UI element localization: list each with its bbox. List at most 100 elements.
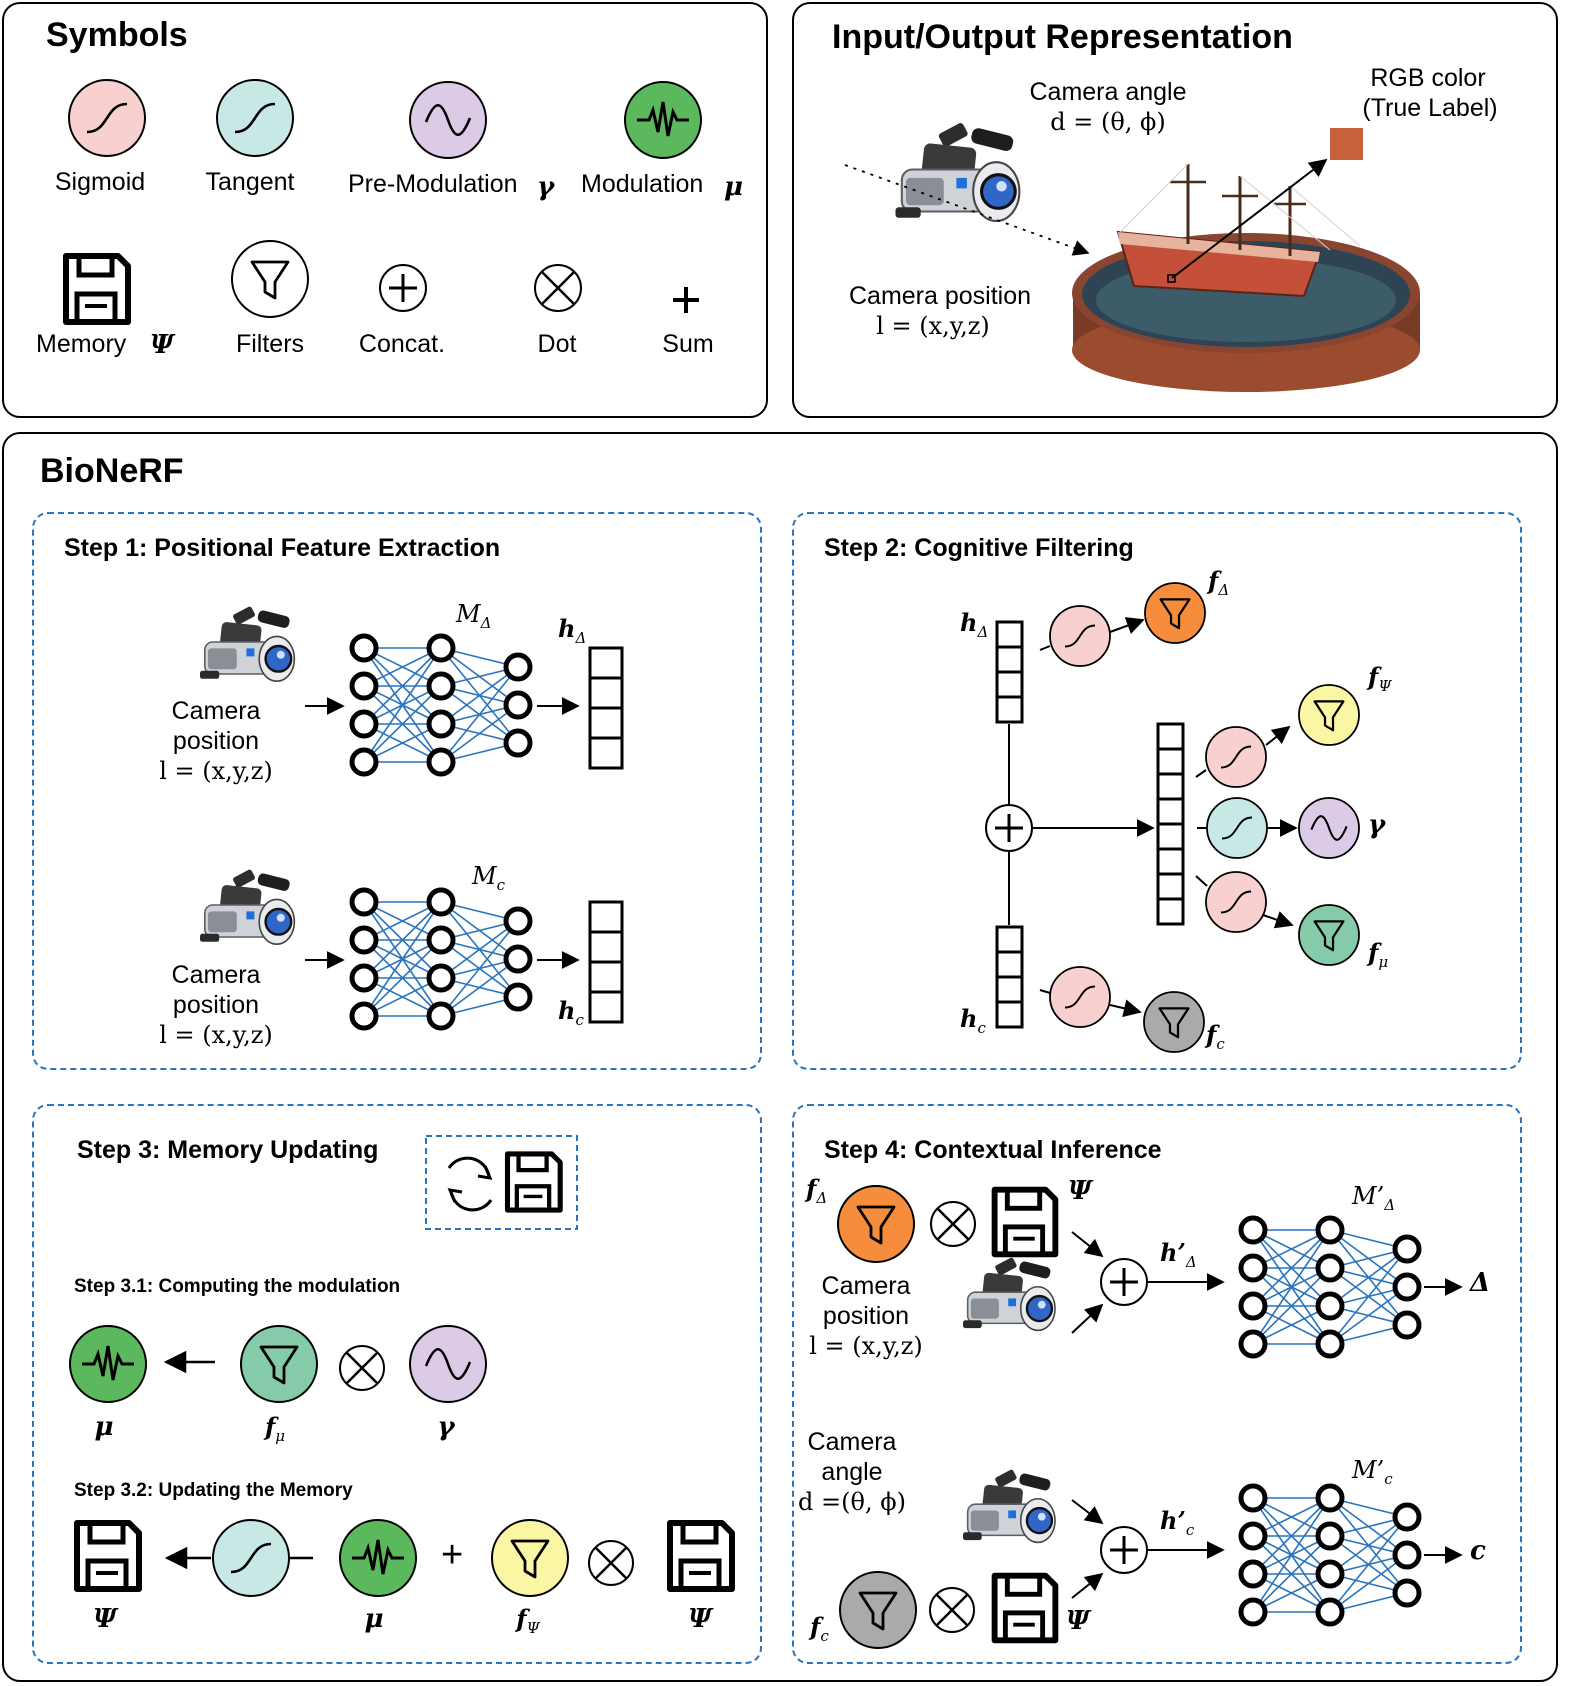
step3-memory-out-icon [77, 1523, 139, 1589]
network-neuron [349, 633, 379, 663]
step1-camera-top-line1: Camera [171, 697, 261, 725]
step2-h-c-vector [995, 925, 1024, 1029]
step1-m-delta-label: MΔ [456, 600, 492, 632]
network-neuron [503, 982, 533, 1012]
filter-icon [231, 240, 309, 318]
step2-concat-icon [985, 804, 1033, 852]
network-neuron [426, 963, 456, 993]
step3-memory-in-icon [670, 1523, 732, 1589]
step2-sigmoid-c-icon [1049, 966, 1111, 1028]
network-neuron [1315, 1215, 1345, 1245]
network-edge [363, 901, 442, 1017]
network-edge [1329, 1516, 1408, 1575]
network-edge [440, 920, 519, 979]
dot-label: Dot [537, 330, 577, 358]
step3-f-psi-label: fΨ [516, 1604, 540, 1637]
network-edge [1252, 1497, 1331, 1613]
step1-camera-bottom-line2: position [172, 991, 260, 1019]
step1-title: Step 1: Positional Feature Extraction [64, 534, 501, 562]
memory-icon [66, 256, 128, 322]
vector-cell [995, 645, 1024, 674]
network-neuron [1392, 1578, 1422, 1608]
step2-sigmoid-psi-icon [1205, 726, 1267, 788]
step4-filter-delta-icon [837, 1185, 915, 1263]
network-neuron [349, 747, 379, 777]
step4-memory-c-icon [995, 1576, 1056, 1641]
step2-box [792, 512, 1522, 1070]
network-neuron [503, 728, 533, 758]
network-edge [440, 704, 519, 763]
step3-filter-mu-icon [240, 1325, 318, 1403]
camera-angle-label: Camera angle [1029, 78, 1187, 106]
vector-cell [588, 646, 624, 680]
step4-box [792, 1104, 1522, 1664]
network-neuron [426, 747, 456, 777]
step3-1-subtitle: Step 3.1: Computing the modulation [74, 1276, 401, 1297]
step1-h-delta-label: hΔ [558, 614, 587, 647]
network-neuron [1315, 1559, 1345, 1589]
vector-cell [1156, 822, 1185, 851]
vector-cell [1156, 747, 1185, 776]
symbols-panel [2, 2, 768, 418]
step2-tangent-gamma-icon [1206, 797, 1268, 859]
step3-filter-psi-icon [491, 1519, 569, 1597]
step4-dot-c-icon [929, 1587, 975, 1633]
step4-title: Step 4: Contextual Inference [824, 1136, 1162, 1164]
step3-mu-label: μ [94, 1412, 114, 1442]
step4-angle-line2: angle [821, 1458, 883, 1486]
network-neuron [1238, 1253, 1268, 1283]
network-neuron [349, 709, 379, 739]
sum-label: Sum [662, 330, 714, 358]
network-neuron [426, 709, 456, 739]
vector-cell [588, 676, 624, 710]
step1-m-c-label: Mc [472, 862, 505, 894]
step4-m-prime-c-label: M’c [1352, 1456, 1393, 1488]
rgb-color-label: RGB color [1370, 64, 1486, 92]
modulation-icon [624, 81, 702, 159]
step2-sigmoid-delta-icon [1049, 605, 1111, 667]
step3-badge-memory-icon [508, 1154, 561, 1210]
filters-label: Filters [235, 330, 305, 358]
camera-position-label: Camera position [848, 282, 1032, 310]
network-neuron [426, 671, 456, 701]
sigmoid-icon [68, 79, 146, 157]
step2-pre-modulation-icon [1298, 797, 1360, 859]
network-neuron [1315, 1253, 1345, 1283]
network-neuron [1315, 1521, 1345, 1551]
bionerf-title: BioNeRF [40, 452, 184, 490]
step3-mu-input-label: μ [364, 1604, 384, 1634]
network-neuron [349, 671, 379, 701]
step3-psi-in-label: Ψ [688, 1604, 712, 1634]
step4-memory-delta-icon [995, 1190, 1056, 1255]
step3-title: Step 3: Memory Updating [77, 1136, 379, 1164]
network-edge [1252, 1267, 1331, 1345]
network-edge [1329, 1248, 1408, 1345]
pre-modulation-symbol: γ [537, 172, 555, 202]
step4-camera-delta-icon [961, 1255, 1057, 1332]
step4-filter-c-icon [839, 1571, 917, 1649]
step4-angle-formula: d =(θ, ϕ) [798, 1488, 906, 1516]
vector-cell [588, 930, 624, 964]
io-title: Input/Output Representation [832, 18, 1293, 56]
ship-scene-icon [1072, 163, 1420, 392]
step1-camera-top-line2: position [172, 727, 260, 755]
symbols-title: Symbols [46, 16, 188, 54]
step4-network-c [1238, 1483, 1422, 1627]
step3-gamma-label: γ [437, 1412, 455, 1442]
step3-mu-input-icon [339, 1519, 417, 1597]
network-edge [363, 685, 442, 763]
step3-2-subtitle: Step 3.2: Updating the Memory [74, 1480, 353, 1501]
network-edge [440, 666, 519, 763]
network-edge [363, 647, 442, 763]
step3-dot-icon [339, 1345, 385, 1391]
network-edge [363, 647, 442, 725]
step4-psi-delta-label: Ψ [1068, 1176, 1092, 1206]
vector-cell [995, 925, 1024, 954]
vector-cell [995, 695, 1024, 724]
network-edge [1252, 1229, 1331, 1345]
memory-label: Memory [36, 330, 127, 358]
network-neuron [426, 1001, 456, 1031]
memory-symbol: Ψ [150, 330, 174, 360]
network-neuron [1392, 1272, 1422, 1302]
step1-network-c [349, 887, 533, 1031]
